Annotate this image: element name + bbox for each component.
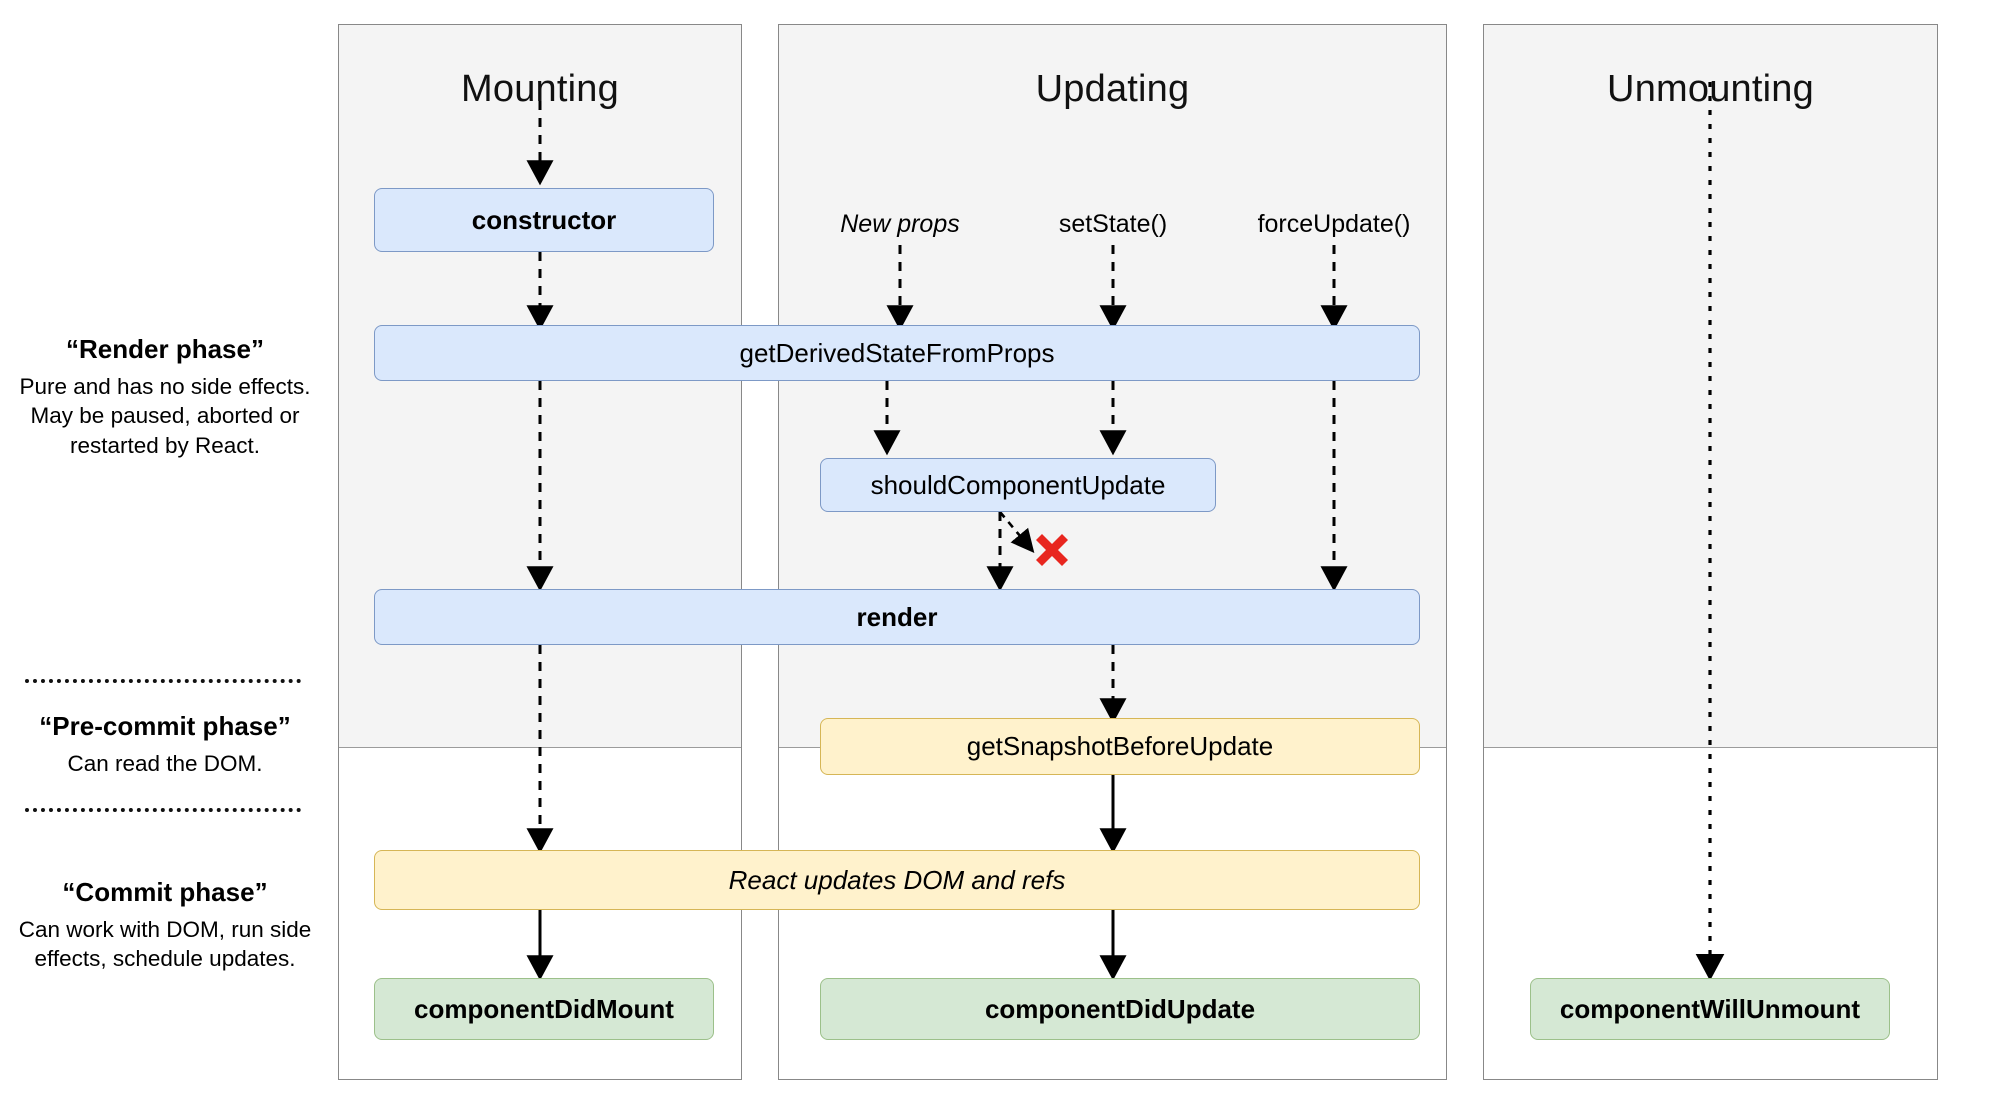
- phase-legend-render: “Render phase” Pure and has no side effe…: [18, 333, 312, 461]
- node-component-will-unmount[interactable]: componentWillUnmount: [1530, 978, 1890, 1040]
- abort-x-icon: [1031, 529, 1073, 571]
- column-title-unmounting: Unmounting: [1607, 68, 1814, 110]
- trigger-force-update: forceUpdate(): [1257, 210, 1411, 238]
- column-panel-unmounting: Unmounting: [1483, 24, 1938, 1080]
- node-should-component-update[interactable]: shouldComponentUpdate: [820, 458, 1216, 512]
- node-get-snapshot-before-update[interactable]: getSnapshotBeforeUpdate: [820, 718, 1420, 775]
- node-constructor[interactable]: constructor: [374, 188, 714, 252]
- trigger-new-props: New props: [840, 210, 960, 238]
- node-component-did-update[interactable]: componentDidUpdate: [820, 978, 1420, 1040]
- phase-divider-top: [25, 679, 301, 683]
- phase-legend-render-title: “Render phase”: [66, 334, 264, 364]
- phase-divider-bottom: [25, 808, 301, 812]
- phase-legend-pre-commit-body: Can read the DOM.: [67, 750, 263, 776]
- trigger-set-state: setState(): [1058, 210, 1168, 238]
- phase-legend-pre-commit: “Pre-commit phase” Can read the DOM.: [18, 710, 312, 778]
- phase-legend-pre-commit-title: “Pre-commit phase”: [39, 711, 291, 741]
- node-react-updates-dom-and-refs[interactable]: React updates DOM and refs: [374, 850, 1420, 910]
- phase-legend-render-body: Pure and has no side effects. May be pau…: [19, 373, 311, 459]
- phase-legend-commit-body: Can work with DOM, run side effects, sch…: [18, 916, 312, 972]
- node-render[interactable]: render: [374, 589, 1420, 645]
- column-title-updating: Updating: [1035, 68, 1190, 110]
- node-get-derived-state-from-props[interactable]: getDerivedStateFromProps: [374, 325, 1420, 381]
- phase-legend-commit-title: “Commit phase”: [62, 877, 268, 907]
- node-component-did-mount[interactable]: componentDidMount: [374, 978, 714, 1040]
- phase-legend-commit: “Commit phase” Can work with DOM, run si…: [18, 876, 312, 974]
- unmounting-render-region: [1484, 25, 1937, 748]
